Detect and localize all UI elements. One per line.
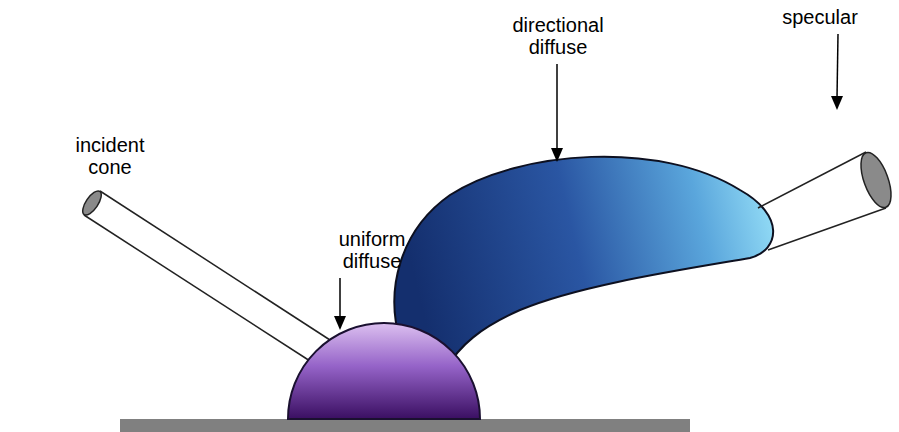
- uniform-hemisphere: [288, 323, 480, 419]
- incident-label: incident cone: [76, 134, 145, 178]
- specular-label: specular: [782, 6, 858, 28]
- leader-arrows: [334, 34, 843, 330]
- incident-cone: [79, 188, 330, 361]
- directional-lobe: [394, 157, 773, 370]
- uniform-label: uniform diffuse: [339, 228, 406, 272]
- surface-bar: [120, 419, 690, 432]
- specular-cone: [758, 149, 897, 250]
- directional-label: directional diffuse: [512, 14, 603, 58]
